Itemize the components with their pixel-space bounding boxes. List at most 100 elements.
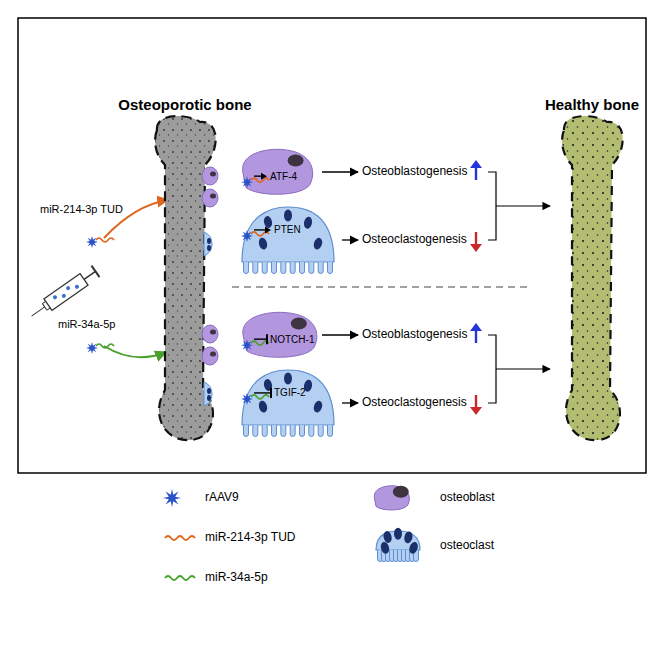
node-shape [530,94,658,446]
graphic-part [241,393,253,405]
graphic-part [165,576,195,580]
graphic-part [281,425,286,437]
graphic-part [254,338,267,339]
gene-label: NOTCH-1 [270,334,314,345]
node-shape [45,94,240,446]
graphic-part [300,262,305,274]
graphic-part [242,207,334,262]
graphic-part [488,172,496,240]
graphic-part [253,425,258,437]
graphic-part [204,232,212,256]
graphic-part [380,541,391,555]
graphic-part [382,530,392,543]
graphic-part [270,388,272,398]
graphic-part [272,425,277,437]
panel-heading: Healthy bone [545,96,639,113]
osteoclast-cell: TGIF-2 [238,367,338,439]
graphic-part [165,536,195,540]
graphic-part [470,160,482,168]
graphic-part [393,486,409,498]
graphic-part [470,407,482,415]
graphic-part [470,323,482,331]
osteoblast-cell: ATF-4 [238,146,318,198]
legend-text: miR-214-3p TUD [205,530,295,544]
legend-icons [163,486,420,580]
graphic-part [207,245,211,251]
vector-icons [86,236,114,354]
graphic-part [470,244,482,252]
graphic-part [374,486,409,510]
graphic-part [394,528,402,540]
graphic-part [202,347,218,365]
vector-label: miR-34a-5p [58,318,115,330]
node-shape [238,204,338,276]
graphic-part [290,425,295,437]
graphic-part [243,149,313,194]
graphic-part [562,116,623,440]
graphic-part [262,262,267,274]
graphic-part [408,541,419,555]
graphic-part [291,318,307,330]
graphic-part [204,382,212,406]
graphic-part [312,237,323,251]
graphic-part [290,262,295,274]
graphic-part [261,173,267,180]
graphic-part [272,262,277,274]
graphic-part [265,226,271,233]
graphic-part [210,352,216,357]
graphic-part [328,425,333,437]
graphic-part [322,334,358,335]
effect-arrows [322,172,358,403]
graphic-part [376,528,420,562]
graphic-part [210,330,216,335]
graphic-part [403,531,413,544]
graphic-part [328,262,333,274]
osteoblast-cell: NOTCH-1 [238,309,322,361]
graphic-part [42,301,45,303]
graphic-part [52,294,58,300]
graphic-part [318,425,323,437]
syringe [28,266,100,322]
graphic-part [303,216,313,229]
graphic-part [84,271,95,279]
graphic-part [281,262,286,274]
graphic-part [300,425,305,437]
graphic-part [202,167,218,185]
graphic-part [91,266,99,277]
graphic-part [266,334,268,344]
graphic-part [241,339,253,351]
graphic-part [288,155,304,167]
graphic-part [374,486,409,510]
graphic-part [263,215,273,228]
graphic-part [241,230,253,242]
bone-panel: Healthy bone [530,94,658,446]
graphic-part [318,262,323,274]
graphic-part [44,274,88,311]
delivery-arrow [104,346,166,357]
graphic-part [202,189,218,207]
graphic-part [207,388,211,394]
trend-arrows [470,160,482,415]
graphic-part [86,236,98,248]
graphic-part [284,210,292,222]
graphic-part [163,489,181,507]
graphic-part [322,171,358,172]
graphic-part [496,205,550,206]
graphic-part [253,262,258,274]
panel-heading: Osteoporotic bone [118,96,251,113]
graphic-part [254,392,271,393]
graphic-part [258,237,269,251]
graphic-part [342,239,358,240]
graphic-part [488,335,496,403]
legend-text: osteoblast [440,490,495,504]
graphic-part [86,342,98,354]
bone-panel: Osteoporotic bone [45,94,240,446]
graphic-part [210,194,216,199]
legend-text: osteoclast [440,538,494,552]
graphic-part [251,178,269,182]
graphic-part [243,312,317,357]
graphic-part [65,285,71,291]
gene-label: ATF-4 [270,171,297,182]
outcome-label: Osteoclastogenesis [362,395,467,409]
graphic-part [251,395,269,399]
